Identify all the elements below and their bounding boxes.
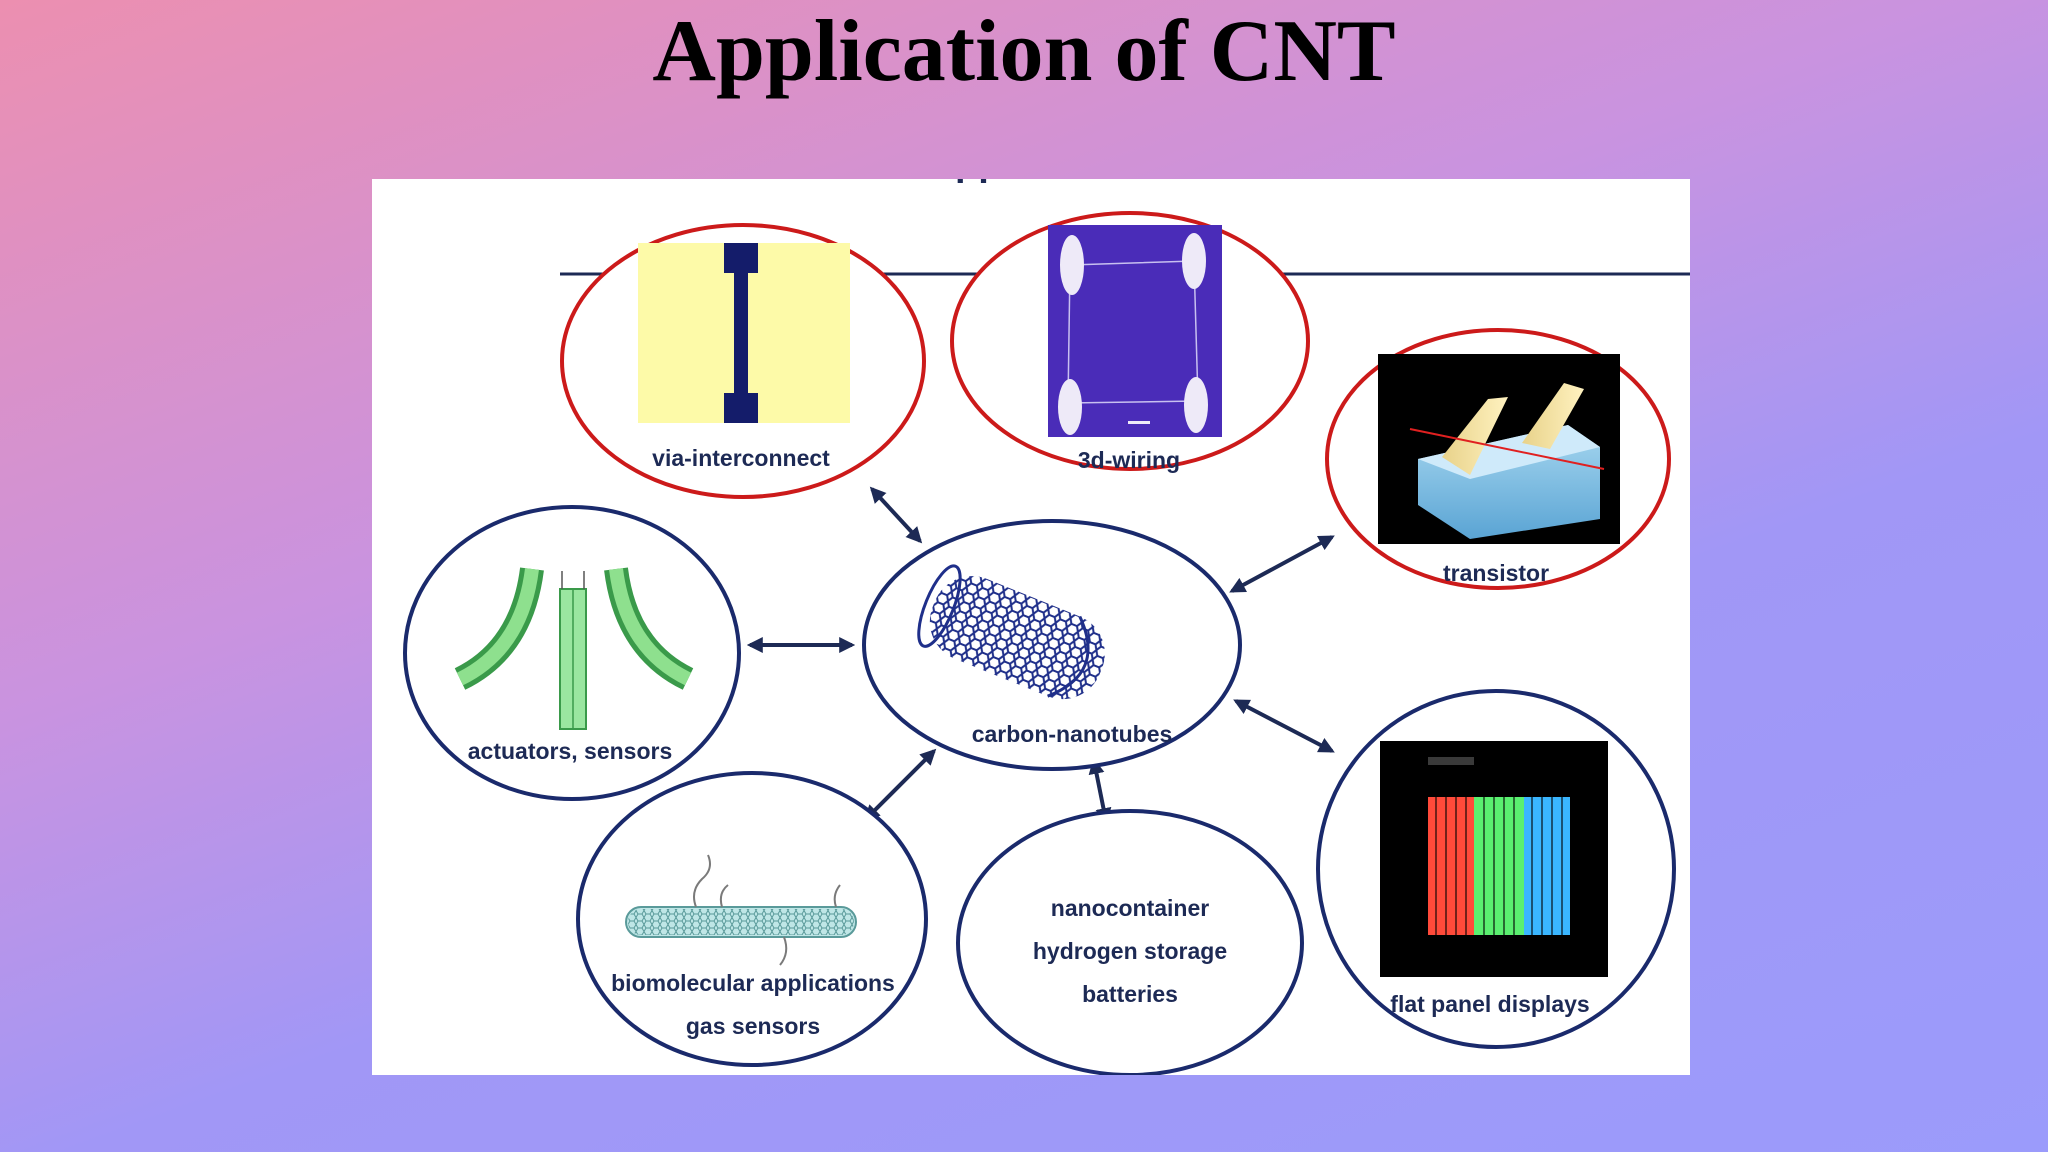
- node-carbon-nanotubes: carbon-nanotubes: [862, 519, 1242, 771]
- via-interconnect-label: via-interconnect: [652, 445, 830, 471]
- transistor-image: [1378, 354, 1620, 544]
- center-label: carbon-nanotubes: [972, 721, 1173, 747]
- nanocontainer-line3: batteries: [1082, 981, 1178, 1007]
- arrow-flat-panel: [1233, 699, 1335, 753]
- node-flat-panel: flat panel displays: [1316, 689, 1676, 1049]
- cropped-heading-text: Possible applications of CNTs: [767, 179, 1309, 184]
- node-3d-wiring: 3d-wiring: [950, 211, 1310, 473]
- arrow-via-interconnect: [869, 486, 923, 544]
- flat-panel-label: flat panel displays: [1390, 991, 1589, 1017]
- biomolecular-label-line2: gas sensors: [686, 1013, 820, 1039]
- biomolecular-nanotube-image: [625, 854, 857, 966]
- 3d-wiring-label: 3d-wiring: [1078, 447, 1180, 473]
- 3d-wiring-micrograph: [1048, 225, 1222, 437]
- node-transistor: transistor: [1325, 328, 1671, 590]
- actuator-image: [454, 567, 694, 730]
- actuators-sensors-label: actuators, sensors: [468, 738, 673, 764]
- node-actuators-sensors: actuators, sensors: [403, 505, 741, 801]
- carbon-nanotube-icon: [917, 564, 1105, 700]
- nanocontainer-line2: hydrogen storage: [1033, 938, 1227, 964]
- biomolecular-label-line1: biomolecular applications: [611, 970, 895, 996]
- node-biomolecular: biomolecular applications gas sensors: [576, 771, 928, 1067]
- node-via-interconnect: via-interconnect: [560, 223, 926, 499]
- via-interconnect-image: [638, 243, 850, 423]
- nanocontainer-line1: nanocontainer: [1051, 895, 1210, 921]
- arrow-transistor: [1229, 535, 1335, 593]
- diagram-panel: Possible applications of CNTs carbon-nan…: [372, 179, 1690, 1075]
- cnt-application-diagram: Possible applications of CNTs carbon-nan…: [403, 179, 1690, 1075]
- flat-panel-display-image: [1380, 741, 1608, 977]
- transistor-label: transistor: [1443, 560, 1549, 586]
- node-nanocontainer: nanocontainer hydrogen storage batteries: [956, 809, 1304, 1075]
- slide-title: Application of CNT: [652, 3, 1396, 100]
- arrow-biomolecular: [863, 748, 937, 822]
